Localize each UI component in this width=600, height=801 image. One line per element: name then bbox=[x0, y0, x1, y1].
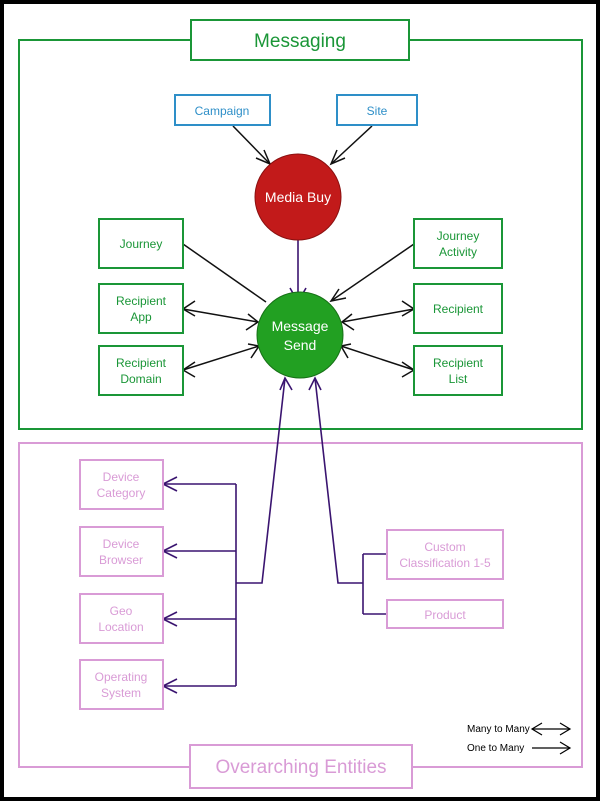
recipient-domain-label-2: Domain bbox=[120, 372, 161, 386]
operating-system-box: Operating System bbox=[79, 659, 164, 710]
operating-system-label-1: Operating bbox=[95, 670, 148, 684]
recipient-list-label-1: Recipient bbox=[433, 356, 484, 370]
legend: Many to Many One to Many bbox=[467, 722, 572, 755]
custom-classification-label-2: Classification 1-5 bbox=[399, 556, 491, 570]
device-category-label-2: Category bbox=[97, 486, 146, 500]
overarching-title-box bbox=[189, 744, 413, 789]
operating-system-label-2: System bbox=[101, 686, 141, 700]
message-send-label-1: Message bbox=[272, 318, 329, 334]
product-label: Product bbox=[424, 608, 466, 622]
one-to-many-connectors bbox=[161, 240, 387, 694]
custom-classification-label-1: Custom bbox=[424, 540, 465, 554]
campaign-box: Campaign bbox=[174, 94, 271, 126]
recipient-domain-label-1: Recipient bbox=[116, 356, 167, 370]
recipient-list-label-2: List bbox=[449, 372, 468, 386]
recipient-app-box: Recipient App bbox=[98, 283, 184, 334]
journey-label: Journey bbox=[120, 237, 163, 251]
messaging-title-box bbox=[190, 19, 410, 61]
campaign-label: Campaign bbox=[195, 104, 250, 118]
many-to-many-connectors bbox=[181, 125, 416, 378]
journey-box: Journey bbox=[98, 218, 184, 269]
journey-activity-label-1: Journey bbox=[437, 229, 480, 243]
overarching-title: Overarching Entities bbox=[215, 757, 386, 778]
recipient-label: Recipient bbox=[433, 302, 484, 316]
media-buy-label: Media Buy bbox=[265, 189, 331, 205]
journey-activity-label-2: Activity bbox=[439, 245, 477, 259]
device-category-box: Device Category bbox=[79, 459, 164, 510]
recipient-box: Recipient bbox=[413, 283, 503, 334]
recipient-list-box: Recipient List bbox=[413, 345, 503, 396]
messaging-title: Messaging bbox=[254, 31, 346, 52]
geo-location-label-2: Location bbox=[98, 620, 143, 634]
custom-classification-box: Custom Classification 1-5 bbox=[386, 529, 504, 580]
message-send-node: Message Send bbox=[256, 291, 344, 379]
legend-many-to-many-label: Many to Many bbox=[467, 724, 530, 735]
media-buy-node: Media Buy bbox=[254, 153, 342, 241]
recipient-app-label-2: App bbox=[130, 310, 152, 324]
site-box: Site bbox=[336, 94, 418, 126]
geo-location-box: Geo Location bbox=[79, 593, 164, 644]
one-to-many-symbol bbox=[532, 741, 572, 755]
geo-location-label-1: Geo bbox=[110, 604, 133, 618]
device-browser-label-1: Device bbox=[103, 537, 140, 551]
message-send-label-2: Send bbox=[284, 337, 317, 353]
recipient-domain-box: Recipient Domain bbox=[98, 345, 184, 396]
product-box: Product bbox=[386, 599, 504, 629]
journey-activity-box: Journey Activity bbox=[413, 218, 503, 269]
device-category-label-1: Device bbox=[103, 470, 140, 484]
device-browser-box: Device Browser bbox=[79, 526, 164, 577]
many-to-many-symbol bbox=[530, 722, 572, 736]
device-browser-label-2: Browser bbox=[99, 553, 143, 567]
site-label: Site bbox=[367, 104, 388, 118]
legend-one-to-many-label: One to Many bbox=[467, 743, 524, 754]
recipient-app-label-1: Recipient bbox=[116, 294, 167, 308]
